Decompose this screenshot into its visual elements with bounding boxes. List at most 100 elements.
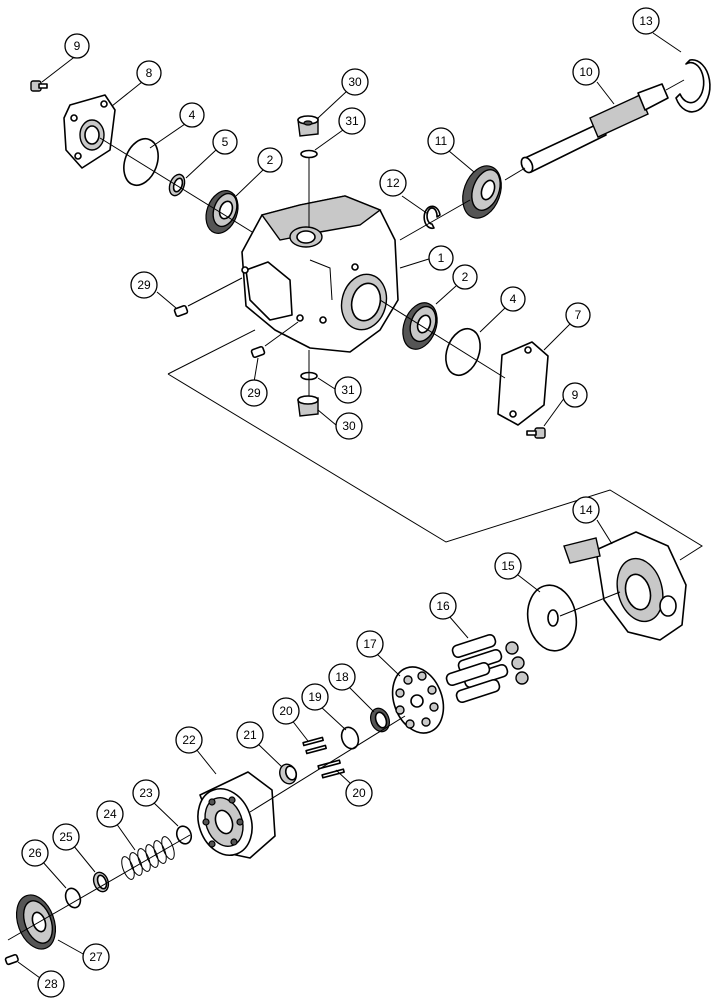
callout-15: 15 <box>494 552 522 580</box>
part-2-bearing-top <box>205 190 239 234</box>
part-8-flange-cover <box>63 94 116 169</box>
callout-label: 11 <box>435 134 448 148</box>
callout-4: 4 <box>179 102 205 128</box>
callout-label: 9 <box>74 39 81 53</box>
callout-label: 27 <box>89 950 103 964</box>
callout-label: 2 <box>267 153 274 167</box>
part-28-pin <box>4 953 19 966</box>
callout-17: 17 <box>356 630 384 658</box>
callout-27: 27 <box>82 943 110 971</box>
callout-28: 28 <box>37 970 65 998</box>
callout-9: 9 <box>562 382 588 408</box>
callout-label: 4 <box>189 108 196 122</box>
part-17-retainer-plate <box>391 666 445 734</box>
callout-23: 23 <box>132 779 160 807</box>
part-4-gasket-top <box>123 137 159 187</box>
part-29-pin-left <box>173 304 189 318</box>
callout-31: 31 <box>338 107 366 135</box>
callout-label: 31 <box>345 114 359 128</box>
callout-21: 21 <box>236 721 264 749</box>
part-20-pins-upper <box>302 736 327 755</box>
callout-label: 12 <box>386 176 400 190</box>
callout-11: 11 <box>427 127 455 155</box>
callout-2: 2 <box>257 147 283 173</box>
part-2-bearing-right <box>402 302 438 350</box>
callout-9: 9 <box>64 33 90 59</box>
callout-label: 20 <box>352 786 366 800</box>
callout-18: 18 <box>328 663 356 691</box>
part-1-housing <box>241 195 399 353</box>
part-18-spherical-washer <box>369 707 391 733</box>
callout-label: 8 <box>146 66 153 80</box>
callout-5: 5 <box>212 129 238 155</box>
callout-29: 29 <box>130 271 158 299</box>
callout-label: 7 <box>575 308 582 322</box>
callout-label: 20 <box>279 704 293 718</box>
callout-label: 22 <box>182 733 196 747</box>
part-31-oring-top <box>300 149 318 159</box>
callout-20: 20 <box>345 779 373 807</box>
callout-label: 4 <box>510 292 517 306</box>
part-23-washer <box>175 825 193 845</box>
callout-label: 23 <box>139 786 153 800</box>
callout-label: 31 <box>341 383 355 397</box>
callout-4: 4 <box>500 286 526 312</box>
callout-20: 20 <box>272 697 300 725</box>
part-24-spring <box>121 836 175 880</box>
part-7-cover-plate <box>497 341 549 426</box>
callout-label: 16 <box>436 599 450 613</box>
callout-16: 16 <box>429 592 457 620</box>
part-30-plug-top <box>297 115 319 137</box>
part-11-bearing <box>462 165 502 219</box>
callout-label: 24 <box>103 807 117 821</box>
callout-label: 26 <box>28 846 42 860</box>
callout-12: 12 <box>379 169 407 197</box>
part-9-screw-top <box>30 80 48 92</box>
callout-1: 1 <box>428 245 454 271</box>
part-14-swashplate-housing <box>563 531 687 641</box>
callout-label: 1 <box>438 251 445 265</box>
part-25-ring <box>92 871 110 893</box>
callout-31: 31 <box>334 376 362 404</box>
callout-30: 30 <box>341 68 369 96</box>
part-21-collar <box>279 763 298 785</box>
callout-label: 14 <box>579 503 593 517</box>
part-12-snap-ring <box>423 205 441 230</box>
part-26-snap-ring <box>64 887 82 909</box>
callout-label: 19 <box>308 690 322 704</box>
callout-26: 26 <box>21 839 49 867</box>
callout-label: 30 <box>342 419 356 433</box>
leader-lines <box>17 32 682 979</box>
part-15-thrust-plate <box>526 584 578 652</box>
callout-label: 21 <box>243 728 257 742</box>
callout-label: 17 <box>363 637 377 651</box>
callout-19: 19 <box>301 683 329 711</box>
callout-30: 30 <box>335 412 363 440</box>
callout-14: 14 <box>572 496 600 524</box>
callout-8: 8 <box>136 60 162 86</box>
part-5-seal <box>168 173 186 197</box>
callout-label: 2 <box>462 270 469 284</box>
callout-label: 28 <box>44 977 58 991</box>
callout-label: 10 <box>579 65 593 79</box>
callout-label: 29 <box>247 386 261 400</box>
callout-29: 29 <box>240 379 268 407</box>
callout-label: 29 <box>137 278 151 292</box>
callout-24: 24 <box>96 800 124 828</box>
callout-label: 25 <box>59 830 73 844</box>
callout-7: 7 <box>565 302 591 328</box>
callout-22: 22 <box>175 726 203 754</box>
callout-label: 18 <box>335 670 349 684</box>
callout-label: 13 <box>639 14 653 28</box>
callout-10: 10 <box>572 58 600 86</box>
part-22-cylinder-block <box>197 771 276 859</box>
callout-2: 2 <box>452 264 478 290</box>
callout-13: 13 <box>632 7 660 35</box>
callout-25: 25 <box>52 823 80 851</box>
part-19-ring <box>340 726 360 750</box>
part-27-bearing <box>15 894 57 950</box>
assembly-bracket-line <box>167 373 703 561</box>
callout-label: 9 <box>572 388 579 402</box>
part-20-pins-lower <box>317 759 345 779</box>
